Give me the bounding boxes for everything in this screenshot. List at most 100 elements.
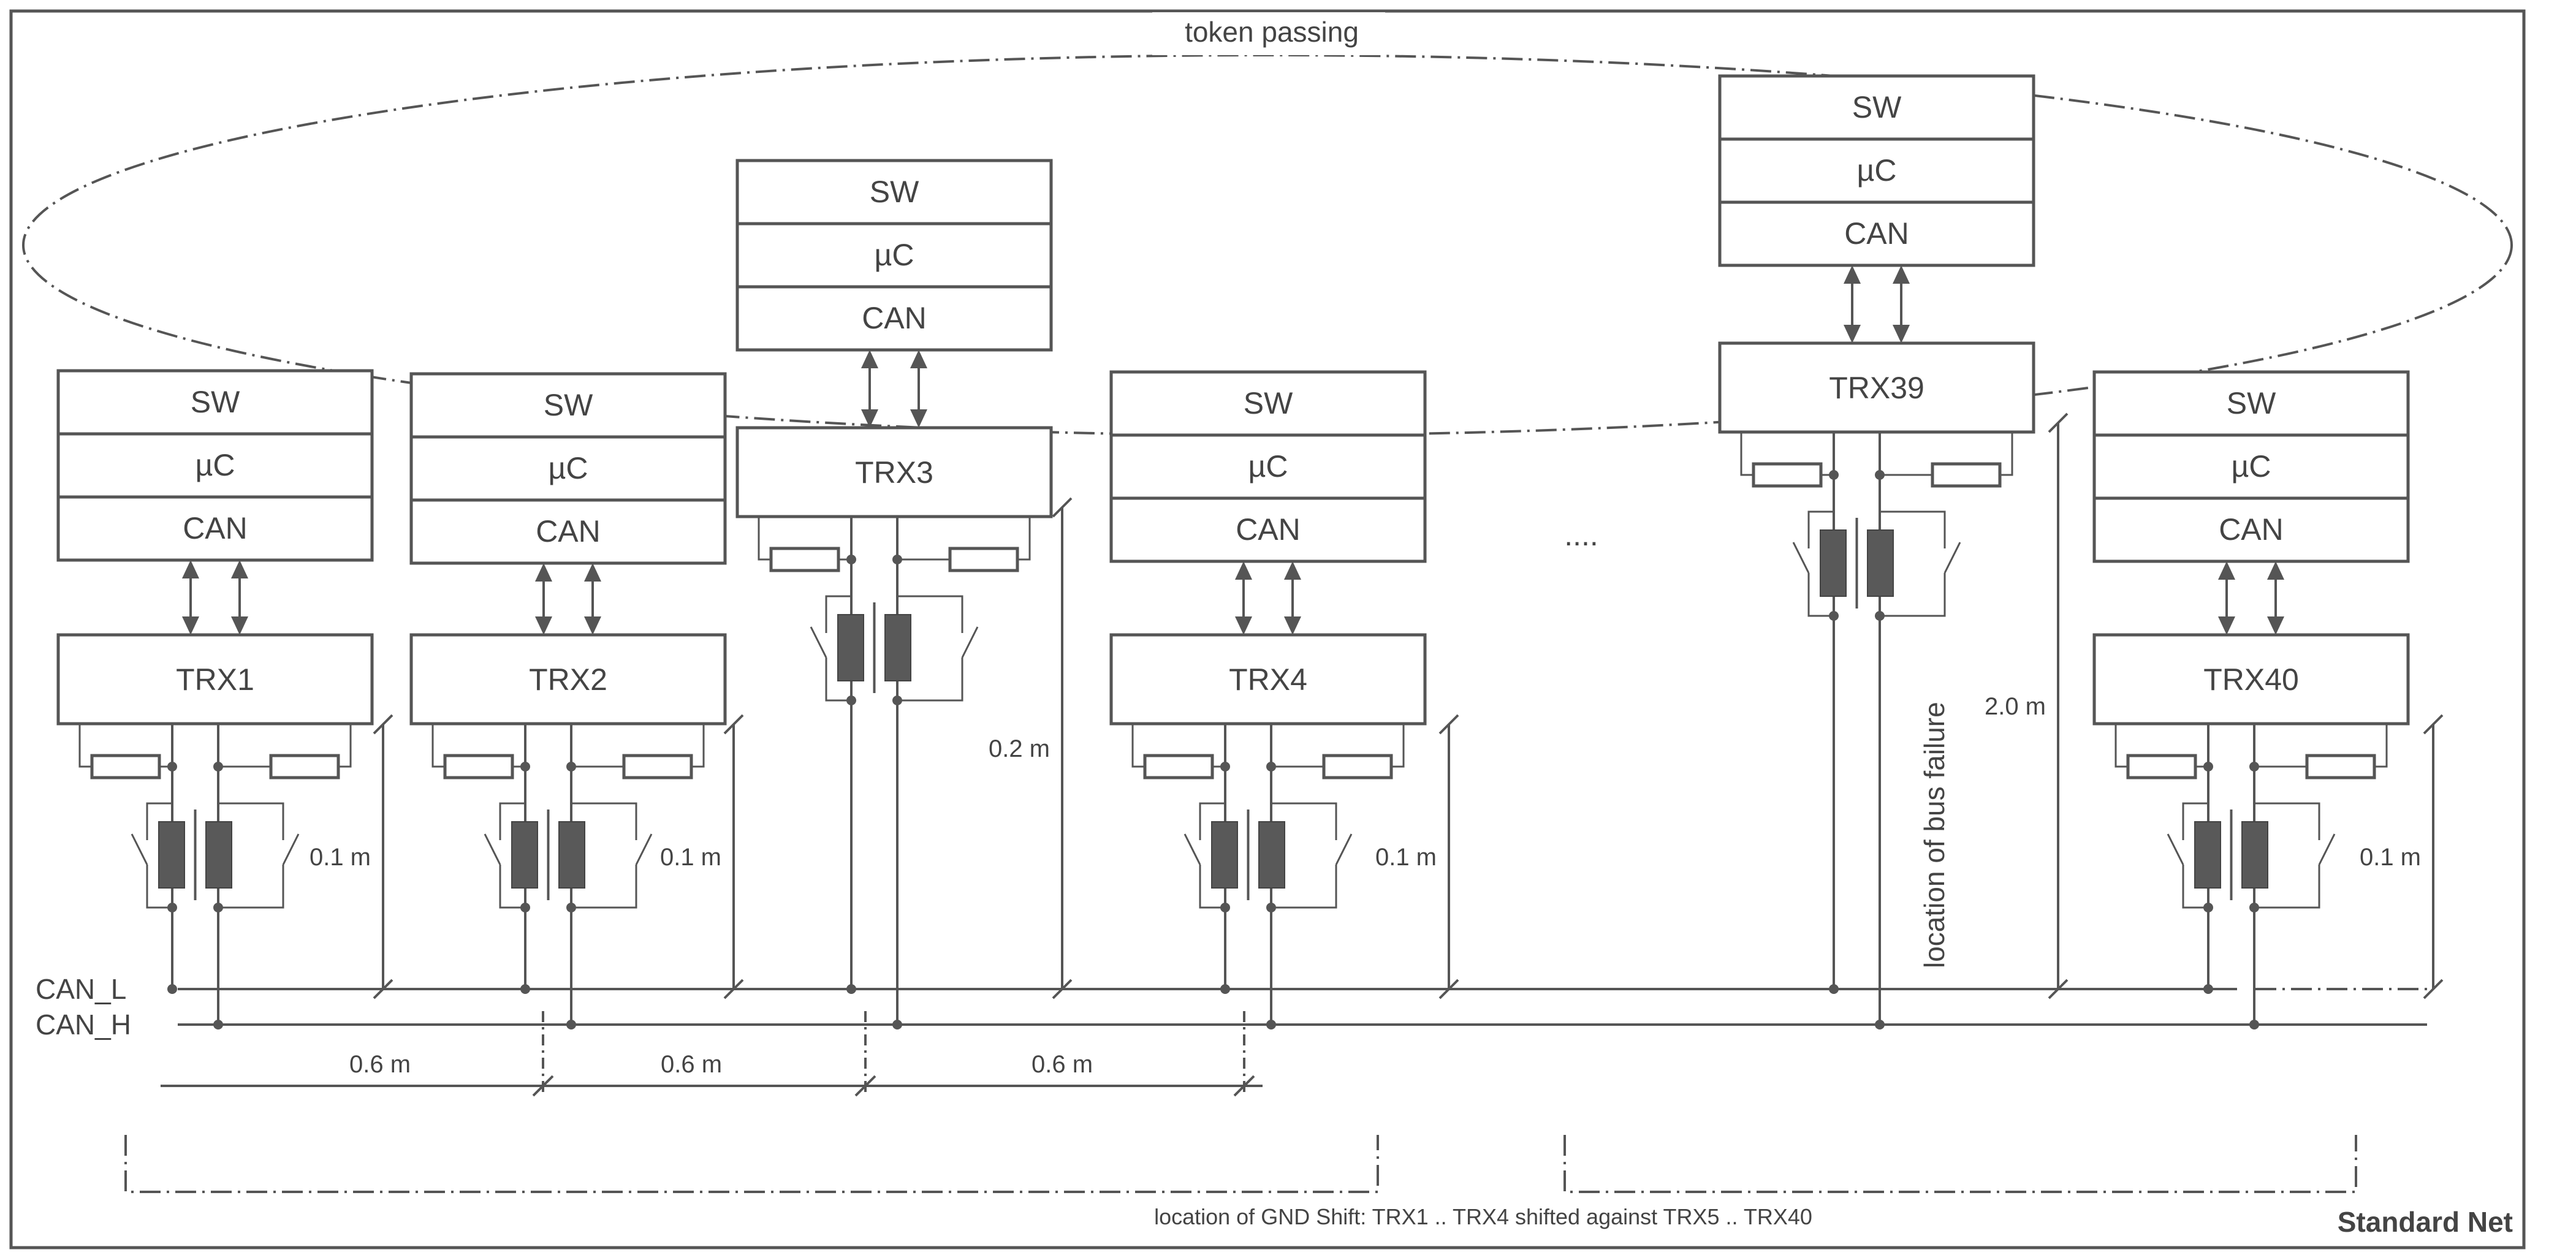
trx3-junction bbox=[892, 555, 902, 564]
trx3-arrow-tx-head-down bbox=[910, 409, 927, 428]
trx40-dim-label: 0.1 m bbox=[2360, 844, 2421, 871]
token-passing-label: token passing bbox=[1185, 16, 1359, 48]
trx39-junction bbox=[1875, 1020, 1885, 1029]
trx2-resistor-right bbox=[622, 754, 693, 779]
trx39-res-wire-right bbox=[1880, 432, 2013, 476]
bus-failure-label: location of bus failure bbox=[1918, 702, 1950, 968]
trx40-junction bbox=[2203, 903, 2213, 912]
trx40-switch-right bbox=[2254, 802, 2336, 909]
trx4-resistor-right bbox=[1322, 754, 1393, 779]
can-h-label: CAN_H bbox=[36, 1009, 131, 1041]
trx2-layer-box bbox=[409, 372, 727, 439]
trx2-junction bbox=[566, 1020, 576, 1029]
trx3-switch-left bbox=[810, 595, 851, 702]
trx2-arrow-tx-head-up bbox=[584, 563, 601, 582]
gnd-shift-brackets bbox=[124, 1135, 2357, 1193]
outer-frame bbox=[9, 9, 2526, 1249]
trx3-junction bbox=[892, 1020, 902, 1029]
trx40-layer-label: CAN bbox=[2219, 512, 2284, 547]
trx4-resistor-left bbox=[1143, 754, 1214, 779]
trx3-trx-label: TRX3 bbox=[855, 455, 933, 490]
trx2-resistor-left bbox=[443, 754, 514, 779]
trx4-arrow-rx-head-down bbox=[1235, 616, 1252, 635]
trx40-dim-tick-bottom bbox=[2423, 979, 2444, 999]
trx39-junction bbox=[1875, 470, 1885, 480]
trx3-dim-tick-bottom bbox=[1052, 979, 1073, 999]
trx1-junction bbox=[213, 903, 223, 912]
trx40-arrow-tx-head-down bbox=[2267, 616, 2284, 635]
trx3-resistor-right bbox=[948, 547, 1019, 572]
trx40-junction bbox=[2249, 762, 2259, 772]
trx2-choke-core-left bbox=[511, 821, 538, 889]
trx40-switch-left bbox=[2167, 802, 2208, 909]
trx3-junction bbox=[892, 696, 902, 705]
trx2-dim-tick-top bbox=[723, 714, 744, 735]
trx1-layer-box bbox=[56, 432, 374, 499]
trx40-arrow-rx-head-down bbox=[2218, 616, 2235, 635]
trx3-res-wire-right bbox=[897, 517, 1031, 561]
trx4-junction bbox=[1220, 984, 1230, 994]
trx1-junction bbox=[213, 762, 223, 772]
trx39-dim-label: 2.0 m bbox=[1985, 693, 2046, 720]
trx40-junction bbox=[2249, 903, 2259, 912]
trx4-switch-left bbox=[1184, 802, 1225, 909]
trx2-switch-right bbox=[571, 802, 653, 909]
trx40-layer-label: SW bbox=[2227, 386, 2276, 420]
trx3-trx-box bbox=[735, 426, 1053, 518]
trx4-layer-label: CAN bbox=[1236, 512, 1301, 547]
trx39-junction bbox=[1829, 470, 1839, 480]
trx1-res-wire-right bbox=[218, 724, 352, 768]
trx39-choke-core-left bbox=[1820, 529, 1847, 597]
trx39-choke-core-right bbox=[1867, 529, 1894, 597]
trx40-choke-core-right bbox=[2241, 821, 2268, 889]
trx39-arrow-rx-head-up bbox=[1844, 265, 1861, 284]
trx2-arrow-rx-head-up bbox=[535, 563, 552, 582]
trx4-layer-box bbox=[1109, 496, 1427, 563]
trx3-arrow-tx-head-up bbox=[910, 350, 927, 368]
trx2-arrow-tx-head-down bbox=[584, 616, 601, 635]
trx40-junction bbox=[2203, 984, 2213, 994]
trx1-junction bbox=[213, 1020, 223, 1029]
trx4-arrow-rx-head-up bbox=[1235, 561, 1252, 580]
trx4-layer-label: µC bbox=[1248, 449, 1288, 483]
trx39-arrow-tx-head-down bbox=[1893, 325, 1910, 343]
trx1-arrow-tx-head-down bbox=[231, 616, 248, 635]
trx3-layer-label: µC bbox=[875, 238, 914, 272]
trx40-layer-box bbox=[2092, 496, 2410, 563]
trx39-dim-tick-top bbox=[2048, 412, 2069, 433]
trx3-arrow-rx-head-up bbox=[861, 350, 878, 368]
trx39-switch-right bbox=[1880, 510, 1961, 617]
trx1-choke-core-left bbox=[158, 821, 185, 889]
trx4-layer-box bbox=[1109, 370, 1427, 437]
trx3-junction bbox=[846, 984, 856, 994]
trx39-switch-left bbox=[1792, 510, 1834, 617]
trx4-junction bbox=[1266, 762, 1276, 772]
trx4-arrow-tx-head-up bbox=[1284, 561, 1301, 580]
trx1-choke-core-right bbox=[205, 821, 232, 889]
trx39-junction bbox=[1875, 611, 1885, 621]
trx39-arrow-rx-head-down bbox=[1844, 325, 1861, 343]
trx1-switch-right bbox=[218, 802, 300, 909]
title-bg bbox=[1152, 12, 1385, 55]
trx4-res-wire-right bbox=[1271, 724, 1405, 768]
trx1-dim-label: 0.1 m bbox=[310, 844, 371, 871]
trx4-junction bbox=[1266, 1020, 1276, 1029]
trx2-junction bbox=[566, 903, 576, 912]
spacing-label-1: 0.6 m bbox=[349, 1051, 411, 1078]
trx1-arrow-rx-head-down bbox=[182, 616, 199, 635]
trx2-junction bbox=[520, 984, 530, 994]
trx40-junction bbox=[2249, 1020, 2259, 1029]
trx4-dim-label: 0.1 m bbox=[1375, 844, 1437, 871]
spacing-dimensions: 0.6 m 0.6 m 0.6 m bbox=[161, 1011, 1263, 1097]
trx4-choke-core-right bbox=[1258, 821, 1285, 889]
trx3-switch-right bbox=[897, 595, 979, 702]
trx1-trx-label: TRX1 bbox=[176, 662, 254, 697]
trx40-trx-box bbox=[2092, 633, 2410, 726]
trx2-trx-label: TRX2 bbox=[529, 662, 607, 697]
trx39-junction bbox=[1829, 984, 1839, 994]
trx4-junction bbox=[1220, 762, 1230, 772]
trx4-arrow-tx-head-down bbox=[1284, 616, 1301, 635]
trx1-layer-label: SW bbox=[191, 385, 240, 419]
